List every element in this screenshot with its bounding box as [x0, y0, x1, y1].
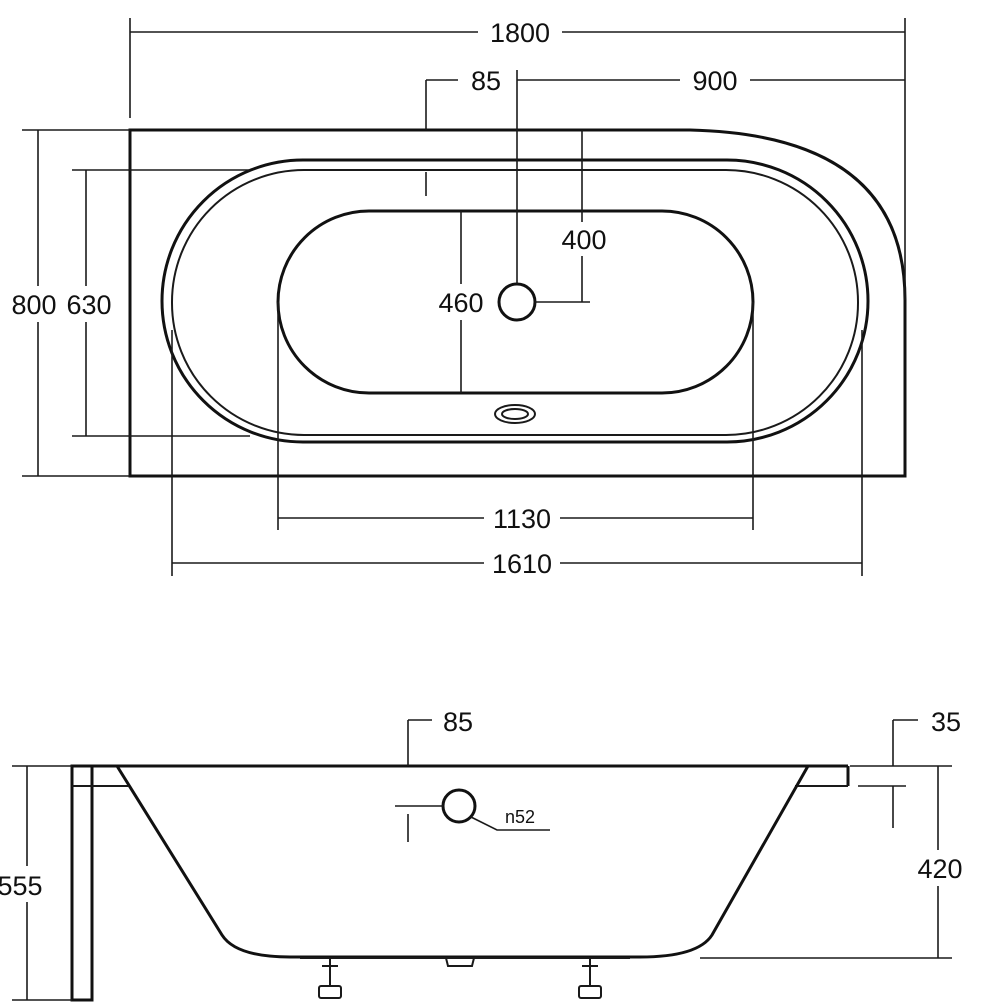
rim-outer	[160, 158, 870, 444]
dim-85-top-label: 85	[471, 66, 501, 96]
dim-85-side-label: 85	[443, 707, 473, 737]
dim-900-label: 900	[692, 66, 737, 96]
side-view: n52 85 35 420 555	[0, 707, 970, 1002]
dim-1130-label: 1130	[493, 504, 551, 534]
basin	[276, 209, 755, 395]
dim-1800-label: 1800	[490, 18, 550, 48]
foot-left	[318, 958, 342, 999]
dim-630-label: 630	[66, 290, 111, 320]
dim-800-label: 800	[11, 290, 56, 320]
n52-leader	[470, 816, 550, 831]
dim-555-label: 555	[0, 871, 43, 901]
drain-inner	[501, 408, 529, 420]
apron-panel	[70, 764, 94, 1002]
top-view: 1800 85 900 400 460 800 630	[8, 14, 907, 581]
rim-inner	[171, 169, 859, 436]
dim-420-label: 420	[917, 854, 962, 884]
foot-right	[578, 958, 602, 999]
overflow-hole	[497, 282, 537, 322]
drain-outer	[494, 404, 536, 424]
dim-35-label: 35	[931, 707, 961, 737]
overflow-hole-side	[441, 788, 477, 824]
tub-body	[115, 765, 810, 959]
dim-400-label: 400	[561, 225, 606, 255]
dim-1610-label: 1610	[492, 549, 552, 579]
dim-n52-label: n52	[505, 807, 535, 827]
dim-460-label: 460	[438, 288, 483, 318]
drain-bulge	[445, 957, 475, 967]
